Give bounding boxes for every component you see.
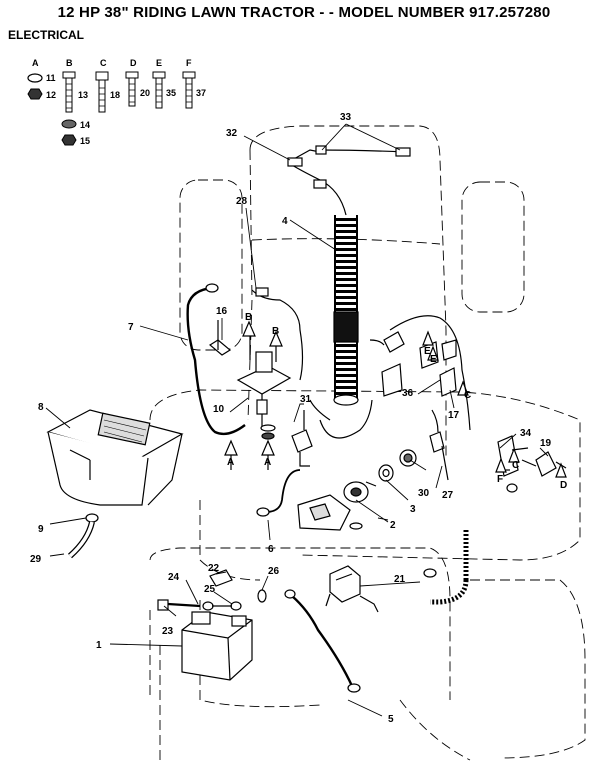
ref-f: F — [497, 474, 503, 485]
callout-7: 7 — [128, 322, 134, 333]
cable-5 — [291, 595, 354, 687]
bolt-26 — [257, 589, 267, 603]
ref-a-left: A — [227, 457, 234, 468]
part-18-label: 18 — [110, 90, 120, 100]
callout-6: 6 — [268, 544, 274, 555]
part-35-label: 35 — [166, 88, 176, 98]
callout-8: 8 — [38, 402, 44, 413]
hardware-letter-a: A — [32, 58, 39, 68]
part-13-label: 13 — [78, 90, 88, 100]
callout-22: 22 — [208, 563, 220, 574]
callout-16: 16 — [216, 306, 228, 317]
part-14-label: 14 — [80, 120, 90, 130]
ref-c-lower: C — [512, 460, 519, 471]
callout-17: 17 — [448, 410, 460, 421]
boot-22 — [209, 569, 233, 587]
leader-lines — [45, 123, 549, 717]
screw-head-icon — [125, 71, 139, 79]
connector-32 — [287, 157, 303, 167]
callout-2: 2 — [390, 520, 396, 531]
callout-34: 34 — [520, 428, 532, 439]
callout-23: 23 — [162, 626, 174, 637]
callout-3: 3 — [410, 504, 416, 515]
battery-box-8 — [46, 409, 184, 506]
callout-28: 28 — [236, 196, 248, 207]
switch-19 — [535, 451, 557, 477]
washer-icon — [61, 119, 77, 129]
ref-c-upper: C — [464, 390, 471, 401]
callout-36: 36 — [402, 388, 414, 399]
callout-21: 21 — [394, 574, 406, 585]
key-16 — [208, 339, 232, 356]
solenoid-2 — [343, 481, 377, 503]
wire-28 — [251, 289, 304, 381]
hardware-letter-c: C — [100, 58, 107, 68]
callout-labels: 1 2 3 4 5 6 7 8 9 10 16 17 19 21 22 23 2… — [30, 112, 552, 725]
switch-17 — [439, 367, 457, 397]
connector-33 — [395, 147, 411, 157]
terminal-24 — [202, 601, 214, 611]
part-20-label: 20 — [140, 88, 150, 98]
part-12-label: 12 — [46, 90, 56, 100]
callout-9: 9 — [38, 524, 44, 535]
part-11-label: 11 — [46, 73, 56, 83]
hardware-ref-labels: A A B B C C D E E F — [227, 312, 567, 491]
callout-27: 27 — [442, 490, 454, 501]
ground-wire-6 — [265, 469, 301, 513]
ref-b-right: B — [272, 326, 279, 337]
cable-7 — [186, 286, 246, 436]
page-title: 12 HP 38" RIDING LAWN TRACTOR - - MODEL … — [57, 4, 551, 21]
bolt-head-icon — [95, 71, 109, 81]
lock-washer-icon — [27, 73, 43, 83]
part-37-label: 37 — [196, 88, 206, 98]
callout-25: 25 — [204, 584, 216, 595]
callout-32: 32 — [226, 128, 238, 139]
hardware-key: A B C D E F 11 12 13 14 15 18 — [27, 58, 206, 146]
callout-5: 5 — [388, 714, 394, 725]
callout-4: 4 — [282, 216, 288, 227]
hardware-letter-f: F — [186, 58, 192, 68]
hex-nut-icon — [61, 134, 77, 146]
hex-nut-icon — [27, 88, 43, 100]
wire-loom-4 — [333, 215, 359, 406]
callout-26: 26 — [268, 566, 280, 577]
components — [46, 145, 567, 693]
connector-31 — [291, 429, 313, 453]
callout-10: 10 — [213, 404, 225, 415]
module-36 — [381, 363, 403, 397]
ref-e-upper: E — [424, 346, 431, 357]
screw-head-icon — [152, 71, 166, 79]
callout-30: 30 — [418, 488, 430, 499]
screw-head-icon — [182, 71, 196, 79]
terminal-25 — [230, 601, 242, 611]
hardware-letter-b: B — [66, 58, 73, 68]
ref-e-lower: E — [430, 354, 437, 365]
ref-b-left: B — [245, 312, 252, 323]
part-15-label: 15 — [80, 136, 90, 146]
clamp-9 — [85, 513, 99, 523]
ref-d: D — [560, 480, 567, 491]
module-21 — [329, 565, 361, 603]
battery-1 — [181, 611, 253, 681]
section-title: ELECTRICAL — [8, 28, 84, 42]
ref-a-right: A — [264, 457, 271, 468]
callout-29: 29 — [30, 554, 42, 565]
switch-27 — [429, 431, 445, 453]
callout-1: 1 — [96, 640, 102, 651]
callout-19: 19 — [540, 438, 552, 449]
callout-33: 33 — [340, 112, 352, 123]
hardware-letter-d: D — [130, 58, 137, 68]
hardware-letter-e: E — [156, 58, 162, 68]
callout-31: 31 — [300, 394, 312, 405]
washer-3 — [378, 464, 394, 482]
bolt-head-icon — [62, 71, 76, 79]
callout-24: 24 — [168, 572, 180, 583]
